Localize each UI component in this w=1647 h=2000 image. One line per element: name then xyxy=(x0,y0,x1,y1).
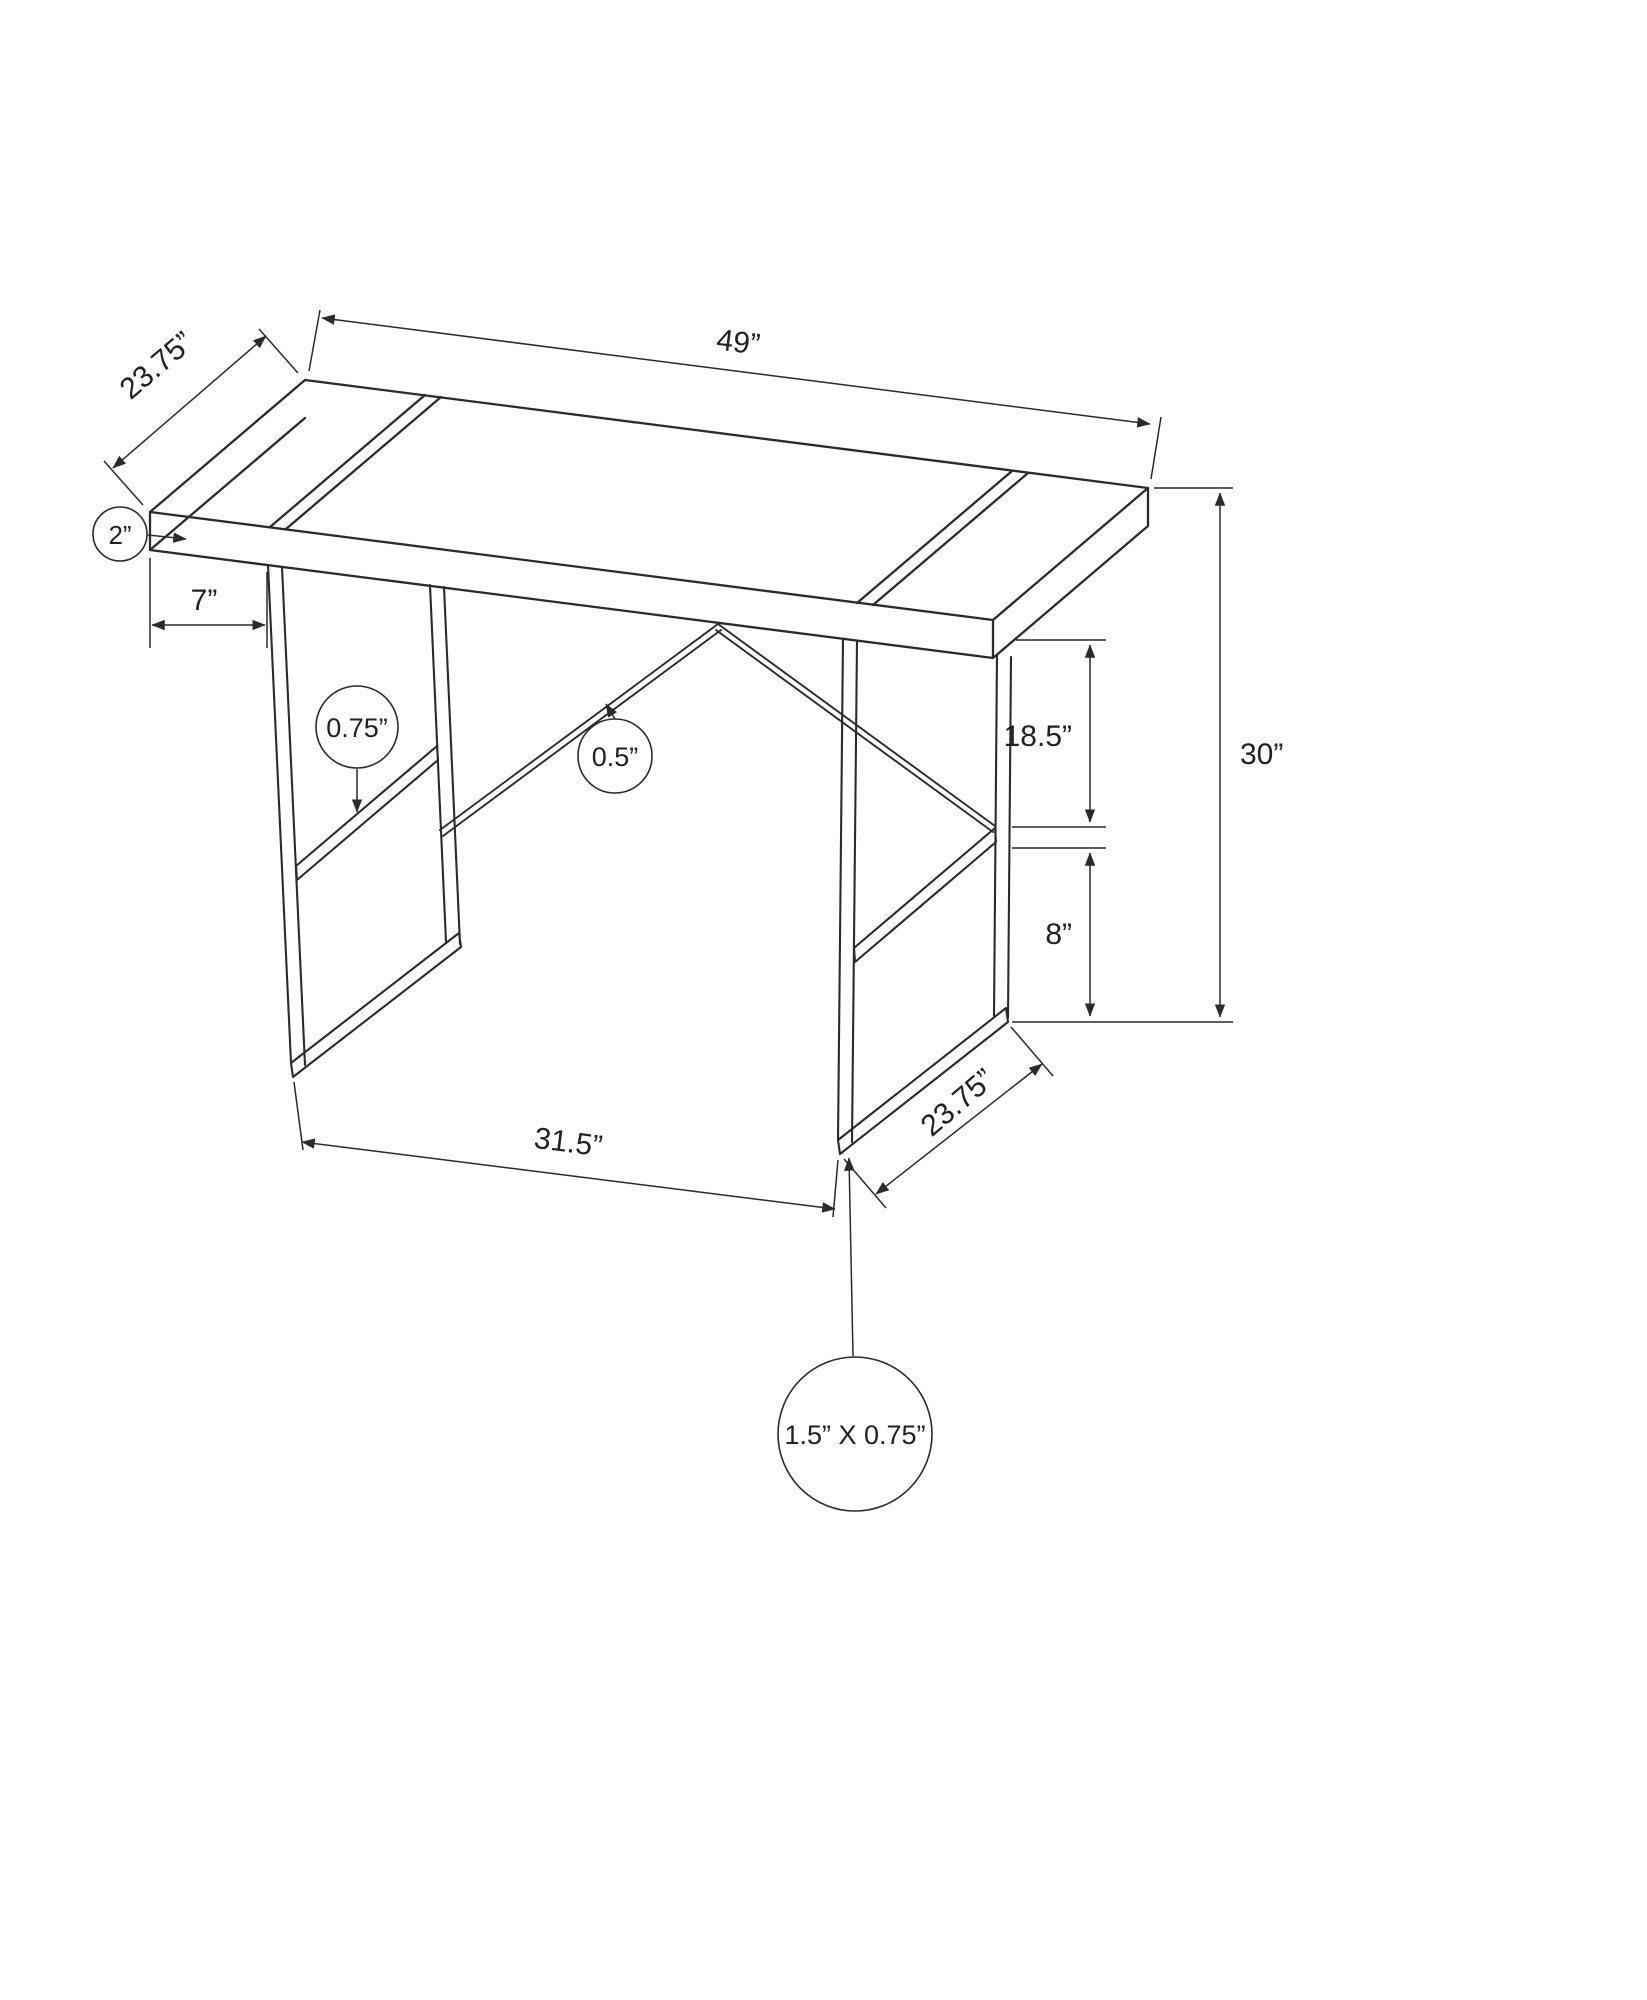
label-frame-tube: 0.75” xyxy=(326,713,388,743)
callout-circle-brace-thickness xyxy=(577,718,653,794)
label-top-thickness: 2” xyxy=(108,520,131,550)
dimension-annotations: 49” 23.75” 2” 7” 0.75” 0.5” 18.5” 30” 8”… xyxy=(92,309,1283,1512)
desktop-surfaces xyxy=(148,378,1150,660)
desk-drawing xyxy=(148,378,1150,1156)
dim-arrow-base-depth xyxy=(875,1063,1043,1195)
callout-circle-top-thickness xyxy=(92,506,148,562)
left-leg-frame xyxy=(266,563,463,1079)
leader-top-thickness xyxy=(147,532,187,543)
label-top-length: 49” xyxy=(715,323,762,361)
label-lower-leg: 8” xyxy=(1045,918,1072,951)
label-leg-span: 31.5” xyxy=(532,1122,604,1163)
callout-circle-leg-tube-profile xyxy=(777,1356,933,1512)
dim-arrow-leg-span xyxy=(301,1138,836,1213)
right-leg-frame xyxy=(836,637,1013,1156)
dim-arrow-top-length xyxy=(321,314,1151,428)
label-overhang: 7” xyxy=(191,584,218,617)
dim-arrow-top-depth xyxy=(112,335,267,469)
callout-circle-frame-tube xyxy=(315,685,399,769)
label-overall-height: 30” xyxy=(1240,738,1283,771)
leader-leg-tube-profile xyxy=(844,1157,855,1357)
label-brace-thickness: 0.5” xyxy=(592,742,639,772)
label-upper-leg: 18.5” xyxy=(1004,720,1072,753)
label-top-depth: 23.75” xyxy=(114,326,200,406)
leader-brace-thickness xyxy=(605,703,618,720)
label-base-depth: 23.75” xyxy=(915,1063,1001,1143)
cross-braces xyxy=(439,623,996,837)
extension-lines xyxy=(103,309,1233,1218)
label-leg-tube-profile: 1.5” X 0.75” xyxy=(784,1420,925,1450)
